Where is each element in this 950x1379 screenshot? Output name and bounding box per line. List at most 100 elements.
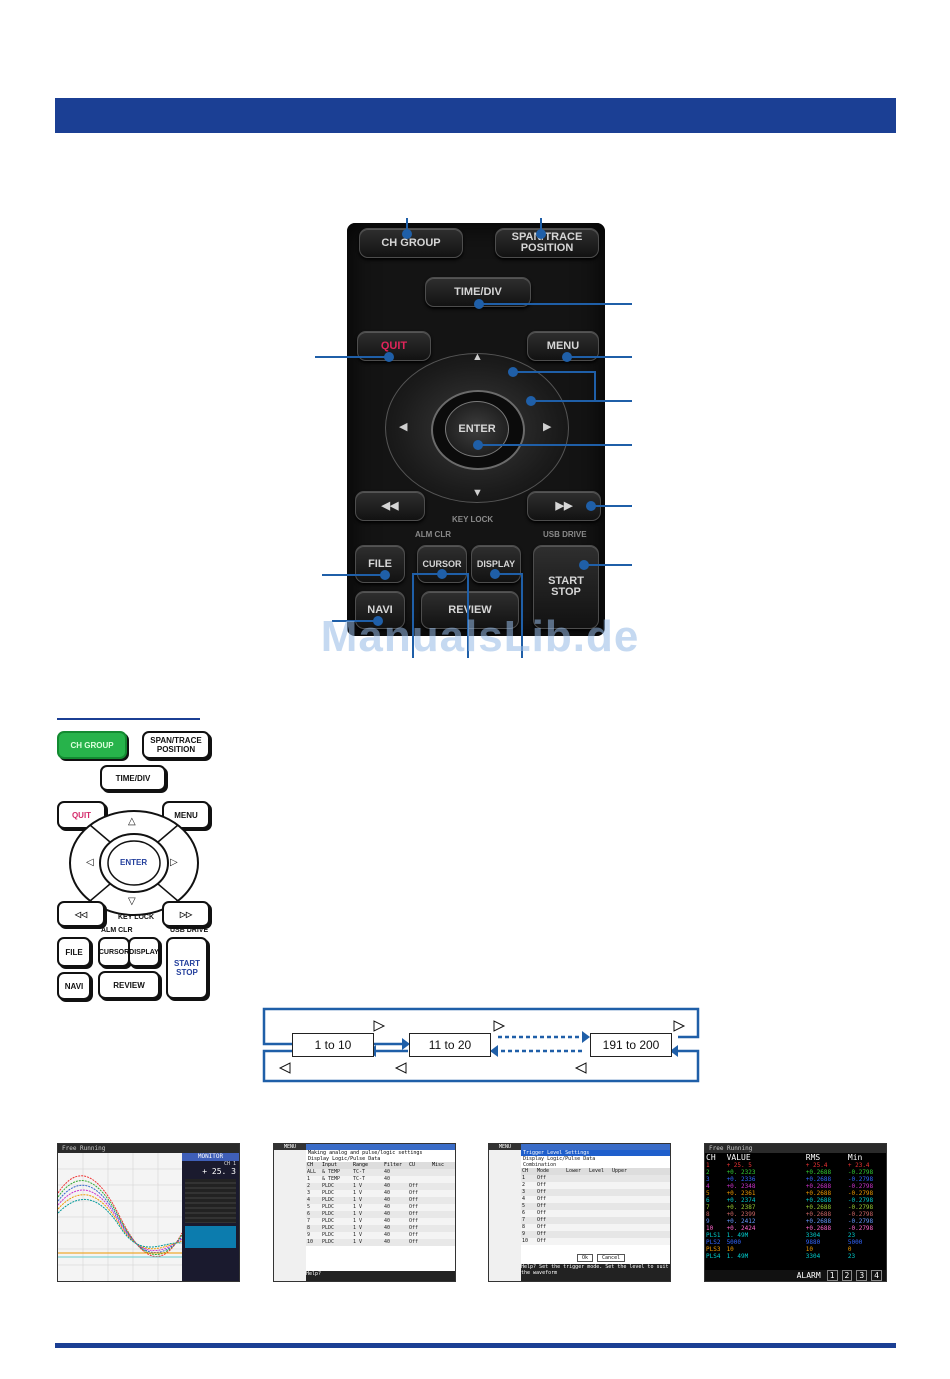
thumb3-table-cell <box>565 1224 588 1231</box>
thumb4-table-cell: +0. 2399 <box>726 1211 756 1218</box>
thumb2-table-cell: & TEMP <box>322 1176 341 1182</box>
small-fast-forward-key[interactable]: ▷▷ <box>162 901 210 927</box>
header-bar <box>55 98 896 133</box>
left-arrow-icon[interactable]: ◀ <box>399 421 408 433</box>
small-navi-key[interactable]: NAVI <box>57 972 91 1000</box>
thumb4-table-cell: -0.2798 <box>847 1183 874 1190</box>
small-left-arrow-icon[interactable]: ◁ <box>86 857 94 868</box>
ch-group-key[interactable]: CH GROUP <box>359 228 463 258</box>
span-trace-key-label-1: SPAN/TRACE <box>511 231 583 243</box>
small-span-trace-key[interactable]: SPAN/TRACE POSITION <box>142 731 210 759</box>
up-arrow-icon[interactable]: ▲ <box>472 351 483 363</box>
thumb3-table-cell <box>565 1238 588 1245</box>
small-review-key[interactable]: REVIEW <box>98 971 160 999</box>
thumb4-table-cell: +0. 2387 <box>726 1204 756 1211</box>
thumb3-ok-button[interactable]: Ok <box>577 1254 594 1262</box>
enter-key[interactable]: ENTER <box>445 401 509 457</box>
thumb3-table-cell: Off <box>537 1189 547 1195</box>
screen-thumb-analog-settings: MENU Making analog and pulse/logic setti… <box>273 1143 456 1282</box>
thumb4-page-number[interactable]: 4 <box>871 1270 882 1281</box>
thumb4-table-cell: 1 <box>706 1162 710 1169</box>
thumb4-table-cell: +0.2688 <box>805 1197 832 1204</box>
thumb3-table-cell: Level <box>589 1168 605 1174</box>
thumb3-footer: Help? Set the trigger mode. Set the leve… <box>521 1264 670 1281</box>
small-time-div-label: TIME/DIV <box>115 773 151 783</box>
thumb3-table-cell: Off <box>537 1224 547 1230</box>
thumb4-table-cell: -0.2798 <box>847 1169 874 1176</box>
thumb3-table-cell <box>565 1189 588 1196</box>
thumb3-table-cell <box>611 1189 634 1196</box>
thumb4-page-number[interactable]: 1 <box>826 1270 838 1281</box>
thumb3-table-cell <box>611 1175 634 1182</box>
thumb3-table-cell: 8 <box>522 1224 526 1230</box>
thumb3-table-cell <box>588 1210 611 1217</box>
menu-key[interactable]: MENU <box>527 331 599 361</box>
thumb3-cancel-button[interactable]: Cancel <box>597 1254 626 1262</box>
thumb4-table-cell: +0. 2424 <box>726 1225 756 1232</box>
small-down-arrow-icon[interactable]: ▽ <box>128 896 136 907</box>
thumb4-table-row: 9+0. 2412+0.2688-0.2798 <box>705 1218 886 1225</box>
thumb4-page-number[interactable]: 3 <box>856 1270 868 1281</box>
small-right-arrow-icon[interactable]: ▷ <box>170 857 178 868</box>
span-trace-key[interactable]: SPAN/TRACE POSITION <box>495 228 599 258</box>
display-key[interactable]: DISPLAY <box>471 545 521 583</box>
down-arrow-icon[interactable]: ▼ <box>472 487 483 499</box>
thumb2-table-cell <box>431 1169 452 1176</box>
small-span-trace-label-2: POSITION <box>156 745 196 754</box>
thumb4-table-row: 2+0. 2323+0.2688-0.2798 <box>705 1169 886 1176</box>
span-trace-key-label-2: POSITION <box>520 242 574 254</box>
small-start-stop-key[interactable]: START STOP <box>166 937 208 999</box>
small-cursor-key[interactable]: CURSOR <box>98 937 130 967</box>
small-time-div-key[interactable]: TIME/DIV <box>100 765 166 791</box>
thumb2-table-cell: 1 V <box>353 1197 363 1203</box>
thumb2-table-cell: 1 V <box>353 1204 363 1210</box>
thumb3-heading: Trigger Level Settings <box>521 1150 670 1156</box>
small-menu-label: MENU <box>174 810 198 820</box>
thumb2-table-cell <box>431 1176 452 1183</box>
thumb2-table-cell: 1 V <box>353 1218 363 1224</box>
thumb3-table-cell <box>611 1203 634 1210</box>
small-enter-key[interactable]: ENTER <box>120 858 148 867</box>
small-rewind-key[interactable]: ◁◁ <box>57 901 105 927</box>
thumb3-table-cell: Off <box>537 1238 547 1244</box>
thumb4-table-cell: +0.2688 <box>805 1183 832 1190</box>
fast-forward-icon: ▶▶ <box>555 499 573 512</box>
small-menu-key[interactable]: MENU <box>162 801 210 829</box>
right-arrow-icon[interactable]: ▶ <box>543 421 552 433</box>
thumb2-table-cell: Off <box>409 1211 419 1217</box>
quit-key[interactable]: QUIT <box>357 331 431 361</box>
thumb2-footer: Help? <box>306 1271 455 1281</box>
small-ch-group-key[interactable]: CH GROUP <box>57 731 127 759</box>
thumb4-table-cell: +0.2688 <box>805 1225 832 1232</box>
alm-clr-label: ALM CLR <box>415 530 451 539</box>
fast-forward-key[interactable]: ▶▶ <box>527 491 601 521</box>
thumb4-page-number[interactable]: 2 <box>841 1270 853 1281</box>
thumb3-table-cell <box>611 1217 634 1224</box>
time-div-key[interactable]: TIME/DIV <box>425 277 531 307</box>
thumb3-table-cell <box>588 1217 611 1224</box>
small-direction-ring[interactable] <box>66 805 206 925</box>
thumb2-table-cell: PLDC <box>322 1211 335 1217</box>
start-stop-key[interactable]: START STOP <box>533 545 599 629</box>
thumb3-table-cell: Upper <box>612 1168 628 1174</box>
thumb4-table-cell: 3304 <box>805 1232 821 1239</box>
file-key[interactable]: FILE <box>355 545 405 583</box>
small-display-key[interactable]: DISPLAY <box>128 937 160 967</box>
thumb4-table-cell: 6 <box>706 1197 710 1204</box>
section-rule <box>57 718 200 720</box>
thumb2-heading: Making analog and pulse/logic settings <box>308 1150 423 1156</box>
cursor-key[interactable]: CURSOR <box>417 545 467 583</box>
thumb2-table-cell: Filter <box>384 1162 403 1168</box>
thumb2-table-cell: Off <box>409 1204 419 1210</box>
rewind-key[interactable]: ◀◀ <box>355 491 425 521</box>
small-up-arrow-icon[interactable]: △ <box>128 816 136 827</box>
small-file-key[interactable]: FILE <box>57 937 91 967</box>
thumb4-table-cell: 3304 <box>805 1253 821 1260</box>
